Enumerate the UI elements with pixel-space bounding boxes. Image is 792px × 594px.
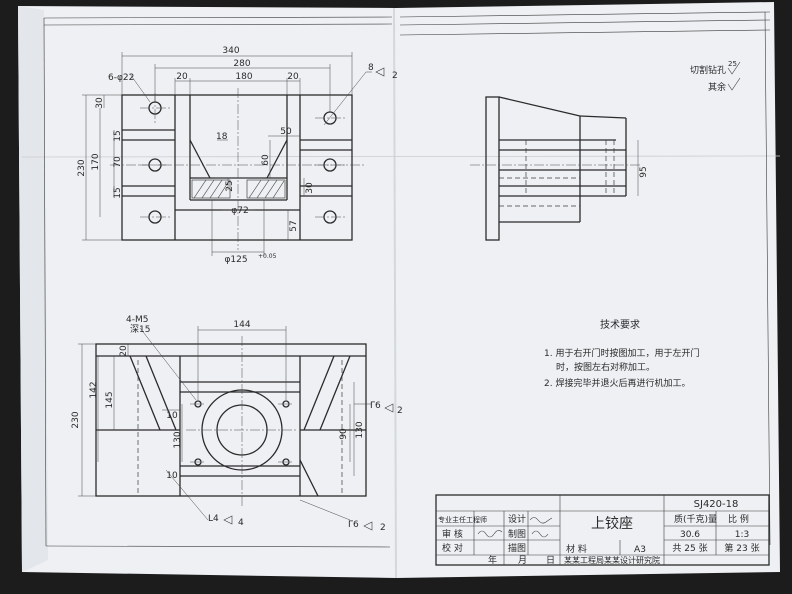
holes-6-phi22: 6-φ22	[108, 73, 134, 83]
dim-15-top: 15	[113, 130, 123, 141]
rest-label: 其余	[708, 81, 726, 93]
title-block: SJ420-18 上铰座 专业主任工程师 设计 审 核 制图 校 对 描图 年 …	[435, 494, 770, 566]
dim-95-side: 95	[639, 166, 649, 177]
front-dimension-lines	[82, 52, 372, 256]
dim-340: 340	[222, 46, 239, 56]
front-view	[110, 88, 365, 250]
drafting-label: 制图	[508, 528, 526, 540]
scale-value: 1:3	[735, 530, 749, 540]
dim-60: 60	[261, 154, 271, 166]
dim-145: 145	[105, 391, 115, 408]
dim-50: 50	[280, 127, 292, 137]
dim-phi125-tolerance: +0.05	[258, 253, 277, 260]
project-designer-label: 专业主任工程师	[438, 515, 487, 524]
sheet-number: 第 23 张	[724, 542, 759, 554]
paper-sheet	[18, 2, 780, 578]
top-dimension-lines	[78, 326, 372, 521]
sheet-total: 共 25 张	[672, 543, 707, 554]
dim-90: 90	[339, 428, 349, 440]
page-fold	[393, 7, 397, 579]
institute-name: 某某工程局某某设计研究院	[564, 555, 660, 565]
cut-drill-label: 切割钻孔	[690, 64, 726, 76]
holes-4-m5: 4-M5	[126, 315, 148, 325]
weight-label: 质(千克)量	[674, 513, 717, 525]
part-name: 上铰座	[591, 516, 633, 532]
dim-280: 280	[233, 59, 250, 69]
dim-phi125: φ125	[224, 255, 247, 265]
drawing-number: SJ420-18	[694, 499, 739, 510]
dim-180: 180	[235, 72, 252, 82]
top-dimension-text: 144 4-M5 深15 20 142 230 145 10 130 10 90…	[71, 315, 403, 533]
weight-value: 30.6	[680, 530, 700, 540]
dim-142: 142	[89, 381, 99, 398]
weld-g6-upper: Γ6	[370, 401, 381, 411]
dim-30-left: 30	[95, 97, 105, 109]
dim-130-left: 130	[173, 431, 183, 448]
section-hatch	[191, 179, 286, 199]
weld-g6-upper-value: 2	[397, 406, 403, 416]
dim-70: 70	[113, 156, 123, 168]
dim-57: 57	[289, 220, 299, 231]
weld-g6-lower: Γ6	[348, 520, 359, 530]
weld-18: 18	[216, 132, 228, 142]
dim-230-top: 230	[71, 411, 81, 428]
hole-depth-15: 深15	[130, 324, 150, 335]
side-view: 95	[470, 96, 649, 241]
month-label: 月	[518, 555, 527, 566]
check-label: 校 对	[442, 542, 463, 554]
weld-l4: L4	[208, 514, 219, 524]
sheet-border	[43, 11, 771, 548]
dim-170: 170	[91, 153, 101, 170]
dim-230-front: 230	[77, 159, 87, 176]
surface-finish-note: 切割钻孔 25 其余	[690, 60, 741, 93]
front-dimension-text: 340 280 180 20 20 6-φ22 30 15 170 230 70…	[77, 46, 398, 265]
tech-requirements: 技术要求 1. 用于右开门时按图加工，用于左开门 时，按图左右对称加工。 2. …	[544, 318, 699, 389]
design-label: 设计	[508, 513, 526, 525]
material-value: A3	[634, 545, 646, 555]
tech-requirements-title: 技术要求	[600, 318, 640, 331]
dim-20-right: 20	[287, 72, 299, 82]
weld-g6-lower-value: 2	[380, 523, 386, 533]
dim-130-right: 130	[355, 421, 365, 438]
dim-20-left: 20	[176, 72, 188, 82]
tracing-label: 描图	[508, 542, 526, 554]
dim-30-right: 30	[305, 182, 315, 194]
material-label: 材 料	[566, 543, 587, 555]
review-label: 审 核	[442, 528, 463, 540]
year-label: 年	[488, 554, 497, 566]
tech-requirement-1: 1. 用于右开门时按图加工，用于左开门	[544, 347, 699, 359]
dim-10-lower: 10	[166, 471, 178, 481]
dim-10-left: 10	[166, 411, 178, 421]
signature-design	[529, 517, 553, 524]
day-label: 日	[546, 555, 555, 566]
weld-l4-value: 4	[238, 518, 244, 528]
horizontal-crease	[21, 155, 781, 158]
signature-drafting	[531, 530, 549, 538]
dim-25: 25	[225, 180, 235, 191]
weld-8-label: 8	[368, 63, 374, 73]
scale-label: 比 例	[728, 513, 749, 525]
signature-review	[477, 530, 503, 538]
dim-144: 144	[233, 320, 250, 330]
dim-phi72: φ72	[231, 206, 248, 216]
top-view	[95, 336, 367, 506]
dim-20-top: 20	[119, 345, 129, 357]
dim-15-bottom: 15	[113, 187, 123, 198]
paper-shadow-left	[18, 6, 48, 572]
cut-drill-value: 25	[728, 60, 737, 68]
tech-requirement-1b: 时，按图左右对称加工。	[556, 361, 655, 373]
weld-8-value: 2	[392, 71, 398, 81]
tech-requirement-2: 2. 焊接完毕并退火后再进行机加工。	[544, 377, 690, 389]
